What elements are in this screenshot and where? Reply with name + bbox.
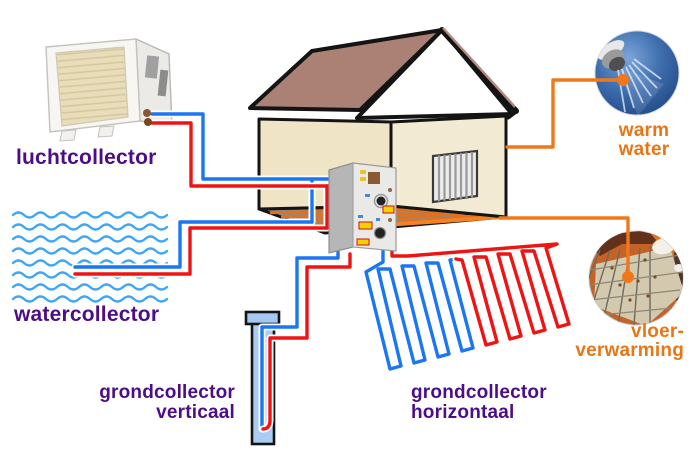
- air-unit-fittings: [143, 109, 152, 126]
- floor-heating-line1: vloer-: [631, 321, 684, 342]
- air-collector-pipe-red: [150, 121, 334, 188]
- heat-pump-warning-sticker: [356, 238, 370, 246]
- water-collector-label: watercollector: [14, 303, 160, 326]
- heat-pump-warning-sticker: [358, 221, 373, 230]
- water-collector-pipe-red: [73, 226, 329, 276]
- pipes-blue: [71, 110, 477, 433]
- borehole-pipe-blue: [260, 248, 340, 431]
- heat-pump-unit: [328, 162, 397, 254]
- water-waves: [11, 211, 169, 303]
- shower-head: [597, 40, 625, 60]
- ground-collector-vertical-label: grondcollector verticaal: [35, 383, 235, 423]
- radiator: [431, 149, 479, 204]
- ground-vertical-line2: verticaal: [156, 402, 235, 423]
- warm-water-photo: [594, 30, 680, 116]
- ground-loop-red: [390, 242, 571, 347]
- floor-heating-line2: verwarming: [575, 340, 684, 361]
- heat-pump-knob: [373, 193, 389, 209]
- floor-heating-connector-dot: [622, 271, 634, 283]
- connectors-orange: [498, 74, 634, 283]
- ground-horizontal-line1: grondcollector: [411, 382, 547, 403]
- ground-vertical-line1: grondcollector: [99, 382, 235, 403]
- warm-water-line2: water: [618, 139, 670, 160]
- air-collector-label-text: luchtcollector: [16, 146, 157, 169]
- shower-spray: [617, 58, 662, 113]
- warm-water-label: warm water: [596, 121, 692, 159]
- floor-heating-photo: [588, 230, 684, 326]
- air-collector-unit: [45, 37, 173, 142]
- warm-water-connector-dot: [617, 74, 629, 86]
- pipes-red: [71, 119, 573, 433]
- warm-water-line1: warm: [618, 120, 670, 141]
- air-collector-label: luchtcollector: [16, 146, 157, 169]
- ground-horizontal-line2: horizontaal: [411, 402, 515, 423]
- air-collector-pipe-blue: [150, 112, 334, 181]
- water-collector-pipe-blue: [73, 220, 314, 269]
- ground-loop-blue: [364, 248, 475, 371]
- water-collector-label-text: watercollector: [14, 303, 160, 326]
- air-unit-grille: [55, 46, 129, 127]
- heat-pump-warning-sticker: [382, 205, 395, 214]
- warm-water-connector: [505, 78, 622, 149]
- heat-pump-knob: [373, 226, 387, 240]
- floor-heating-label: vloer- verwarming: [504, 322, 684, 360]
- borehole-pipe-red: [261, 252, 352, 431]
- floor-heating-connector: [498, 216, 630, 273]
- ground-collector-horizontal-label: grondcollector horizontaal: [411, 383, 631, 423]
